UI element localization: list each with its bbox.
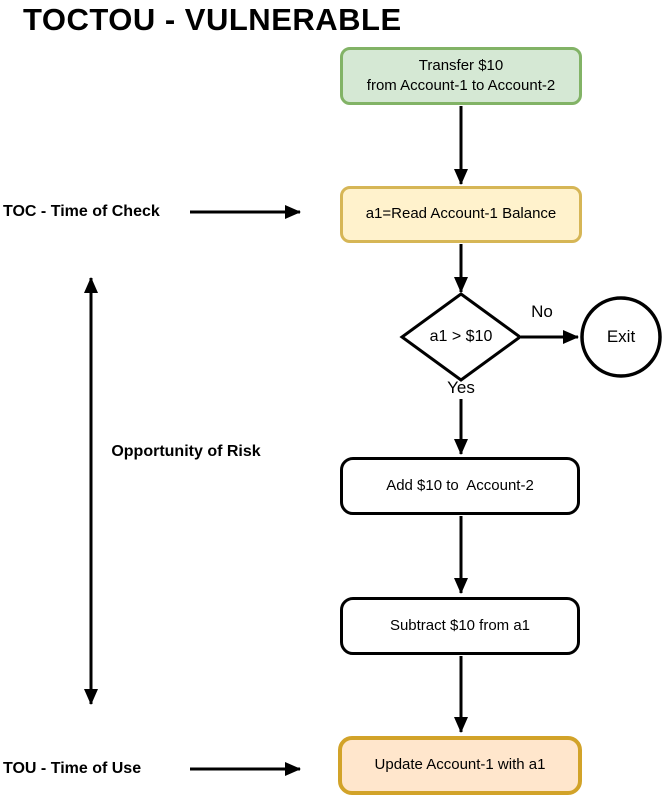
no-branch-label: No <box>531 302 553 321</box>
opportunity-of-risk-annotation: Opportunity of Risk <box>111 443 261 460</box>
node-subtract: Subtract $10 from a1 <box>340 597 580 655</box>
node-add-label: Add $10 to Account-2 <box>386 476 534 494</box>
node-subtract-label: Subtract $10 from a1 <box>389 616 531 634</box>
yes-branch-label: Yes <box>447 378 475 397</box>
tou-annotation: TOU - Time of Use <box>3 760 142 777</box>
node-update-label: Update Account-1 with a1 <box>374 756 546 774</box>
node-update: Update Account-1 with a1 <box>338 736 582 795</box>
node-transfer-line1: Transfer $10 <box>418 56 504 74</box>
decision-label: a1 > $10 <box>429 328 493 345</box>
toc-annotation: TOC - Time of Check <box>3 203 160 220</box>
node-read-balance-label: a1=Read Account-1 Balance <box>365 205 557 223</box>
node-add: Add $10 to Account-2 <box>340 457 580 515</box>
decision-diamond <box>399 292 523 382</box>
exit-circle <box>580 296 662 378</box>
page-title: TOCTOU - VULNERABLE <box>23 2 402 37</box>
node-transfer: Transfer $10 from Account-1 to Account-2 <box>340 47 582 105</box>
node-read-balance: a1=Read Account-1 Balance <box>340 186 582 243</box>
node-transfer-line2: from Account-1 to Account-2 <box>366 77 556 94</box>
exit-label: Exit <box>606 327 636 346</box>
